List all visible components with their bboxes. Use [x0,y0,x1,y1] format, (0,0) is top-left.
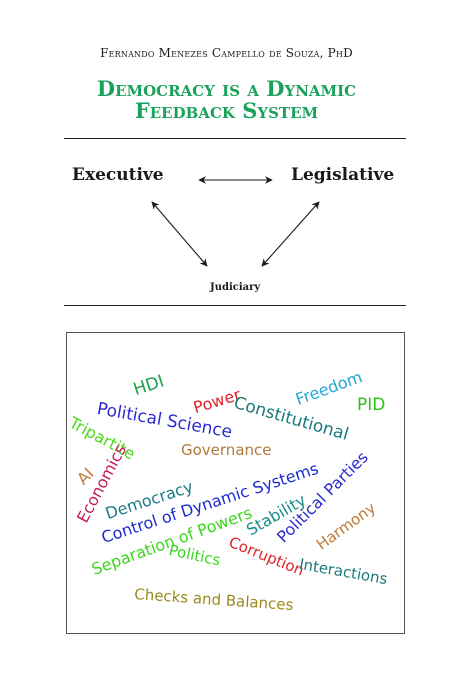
node-legislative: Legislative [291,165,395,185]
word-checks-and-balances: Checks and Balances [133,585,294,615]
author-name: Fernando Menezes Campello de Souza, PhD [100,46,353,60]
bottom-divider [64,305,406,306]
word-hdi: HDI [131,371,167,401]
arrow-executive-judiciary [151,201,208,267]
word-constitutional: Constitutional [231,393,351,445]
book-title: Democracy is a Dynamic Feedback System [0,78,453,122]
title-line-2: Feedback System [134,98,319,123]
word-interactions: Interactions [297,555,389,589]
word-cloud-box: HDI Power Freedom PID Political Science … [66,332,405,634]
word-politics: Politics [167,541,223,570]
word-freedom: Freedom [293,367,365,409]
node-executive: Executive [72,165,164,185]
title-line-1: Democracy is a Dynamic [96,76,357,101]
word-corruption: Corruption [226,533,307,580]
arrow-legislative-judiciary [261,201,320,267]
node-judiciary: Judiciary [210,282,261,293]
word-pid: PID [357,395,386,415]
word-governance: Governance [181,441,272,459]
top-divider [64,138,406,139]
